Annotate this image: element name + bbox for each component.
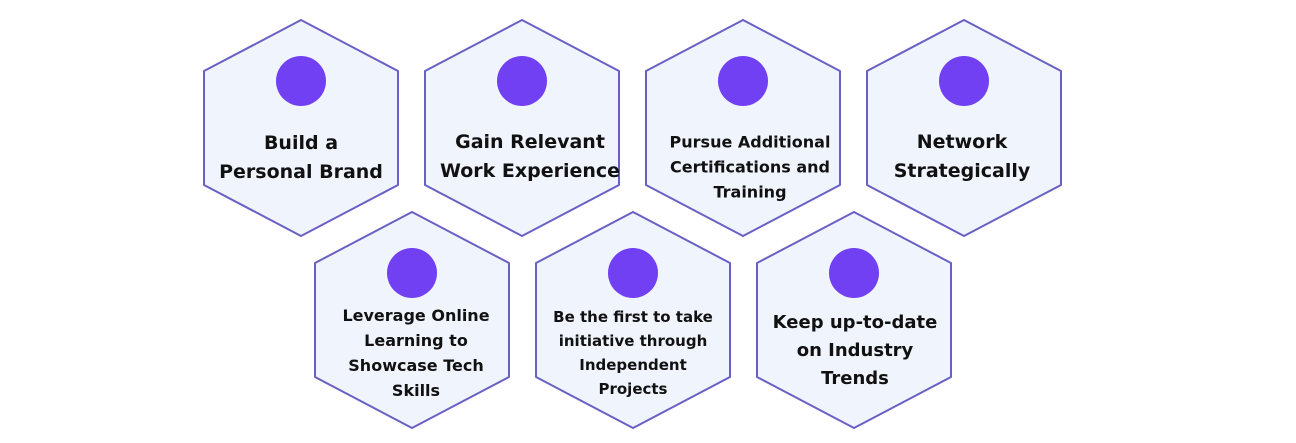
item-label-network: Network Strategically [893,131,1031,182]
hexagon-card [424,19,620,237]
dot-icon [276,56,326,106]
hexagon-card [314,211,510,429]
dot-icon [387,248,437,298]
item-label-certifications: Pursue Additional Certifications and Tra… [669,132,831,202]
hexagon-card [535,211,731,429]
hexagon-card [645,19,841,237]
dot-icon [608,248,658,298]
item-label-online-learning: Leverage Online Learning to Showcase Tec… [342,306,490,400]
hexagon-card [756,211,952,429]
dot-icon [829,248,879,298]
dot-icon [939,56,989,106]
dot-icon [718,56,768,106]
item-label-build-personal-brand: Build a Personal Brand [219,132,383,183]
hexagon-card [203,19,399,237]
dot-icon [497,56,547,106]
item-label-industry-trends: Keep up-to-date on Industry Trends [772,312,938,389]
item-label-independent-projects: Be the first to take initiative through … [553,308,713,398]
hexagon-card [866,19,1062,237]
item-label-gain-work-experience: Gain Relevant Work Experience [439,131,621,182]
